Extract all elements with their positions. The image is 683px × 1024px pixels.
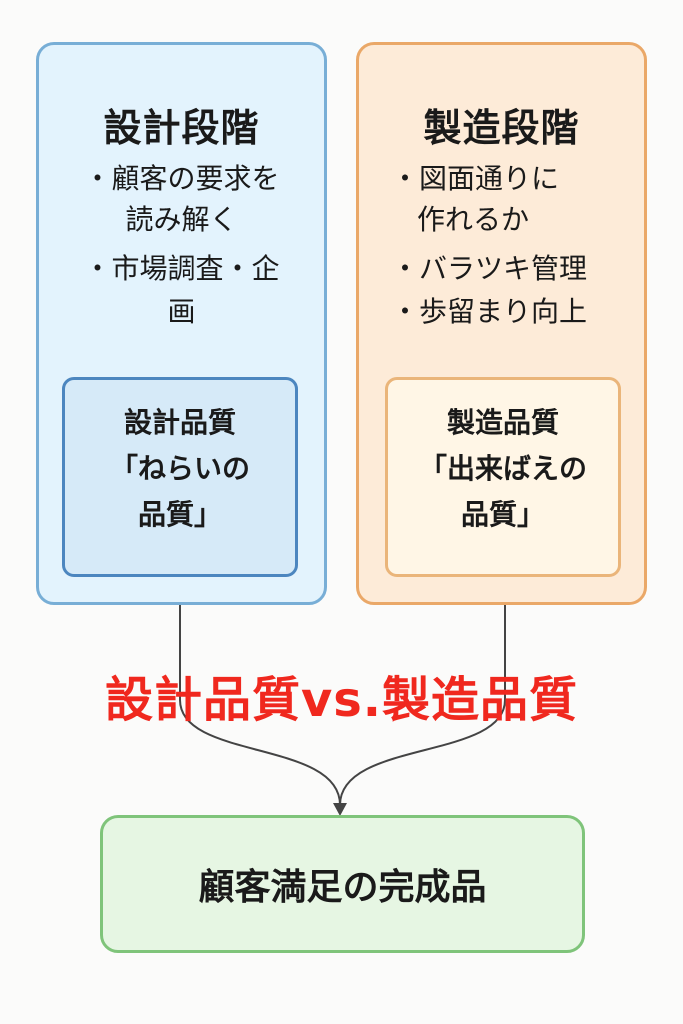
design-quality-label: 品質」 — [137, 498, 222, 531]
manufacturing-point: ・図面通りに — [391, 162, 560, 195]
manufacturing-stage-title: 製造段階 — [423, 106, 580, 150]
manufacturing-quality-label: 品質」 — [460, 498, 545, 531]
design-quality-label: 設計品質 — [123, 406, 236, 439]
arrow-mfg-to-result — [339, 577, 506, 806]
manufacturing-point: 作れるか — [417, 203, 530, 236]
result-box: 顧客満足の完成品 — [100, 815, 585, 953]
manufacturing-quality-box: 製造品質 「出来ばえの 品質」 — [385, 377, 621, 577]
design-point: ・市場調査・企 — [83, 252, 280, 285]
arrow-design-to-result — [179, 577, 341, 806]
manufacturing-quality-label: 製造品質 — [446, 406, 559, 439]
arrowhead-icon — [333, 803, 347, 816]
manufacturing-point: ・バラツキ管理 — [391, 252, 588, 285]
design-point: ・顧客の要求を — [83, 162, 280, 195]
design-quality-box: 設計品質 「ねらいの 品質」 — [62, 377, 298, 577]
design-quality-label: 「ねらいの — [109, 452, 250, 485]
manufacturing-point: ・歩留まり向上 — [391, 295, 588, 328]
design-point: 読み解く — [125, 203, 238, 236]
design-point: 画 — [167, 295, 196, 328]
result-label: 顧客満足の完成品 — [198, 867, 487, 908]
design-stage-title: 設計段階 — [103, 106, 260, 150]
manufacturing-quality-label: 「出来ばえの — [418, 452, 587, 485]
headline: 設計品質vs.製造品質 — [104, 672, 579, 728]
